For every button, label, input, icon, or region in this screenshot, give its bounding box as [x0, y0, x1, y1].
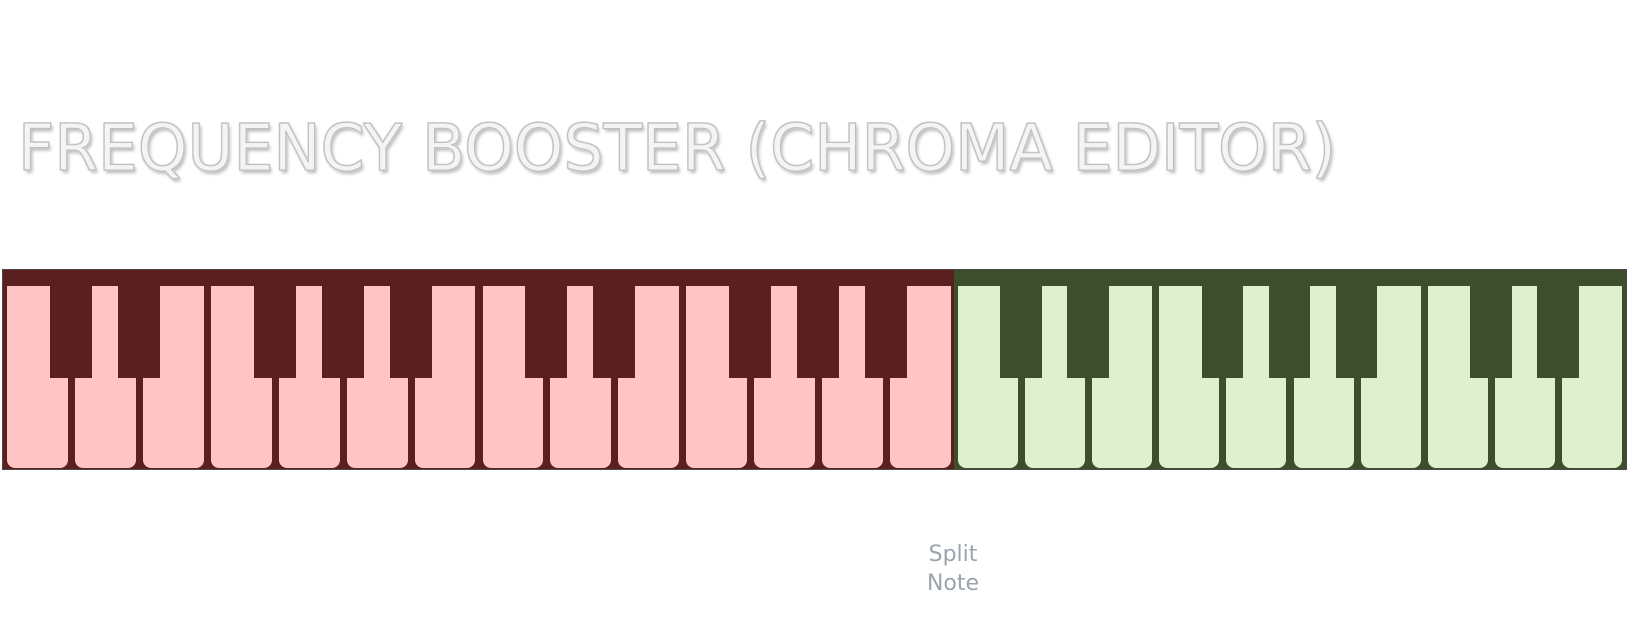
- black-key-c-sharp-2[interactable]: [525, 270, 568, 378]
- black-key-c-sharp-1[interactable]: [49, 270, 92, 378]
- black-key-c-sharp-4[interactable]: [1469, 270, 1512, 378]
- black-key-c-sharp-3[interactable]: [1000, 270, 1042, 378]
- split-note-label-line1: Split: [928, 542, 978, 567]
- high-zone[interactable]: [954, 270, 1626, 469]
- low-zone[interactable]: [3, 270, 954, 469]
- black-key-d-sharp-4[interactable]: [1537, 270, 1579, 378]
- black-key-d-sharp-3[interactable]: [1067, 270, 1109, 378]
- black-key-a-sharp-1[interactable]: [389, 270, 432, 378]
- black-key-f-sharp-2[interactable]: [729, 270, 772, 378]
- black-key-f-sharp-1[interactable]: [253, 270, 296, 378]
- page-title: FREQUENCY BOOSTER (CHROMA EDITOR): [18, 112, 1337, 187]
- black-key-g-sharp-2[interactable]: [797, 270, 840, 378]
- chroma-keyboard[interactable]: [2, 269, 1627, 470]
- black-key-d-sharp-1[interactable]: [117, 270, 160, 378]
- split-note-label-line2: Note: [926, 571, 980, 596]
- split-note-label: Split Note: [900, 540, 1006, 598]
- black-key-d-sharp-2[interactable]: [593, 270, 636, 378]
- black-key-a-sharp-3[interactable]: [1335, 270, 1378, 378]
- black-key-f-sharp-3[interactable]: [1201, 270, 1244, 378]
- black-key-a-sharp-2[interactable]: [865, 270, 908, 378]
- black-key-g-sharp-3[interactable]: [1268, 270, 1311, 378]
- black-key-g-sharp-1[interactable]: [321, 270, 364, 378]
